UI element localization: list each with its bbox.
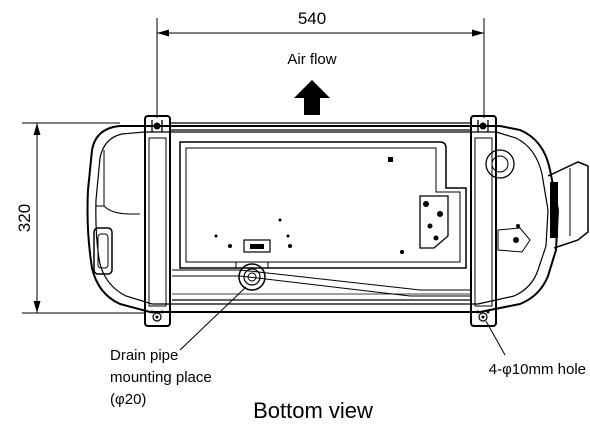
hole-leader-line (485, 320, 506, 356)
width-label: 540 (298, 9, 326, 28)
airflow-label: Air flow (287, 51, 336, 68)
width-dimension: 540 (156, 9, 485, 118)
airflow-arrow-icon (294, 80, 330, 115)
view-title: Bottom view (253, 398, 373, 423)
drain-leader-line (179, 286, 247, 351)
right-mounting-leg (470, 115, 497, 327)
left-mounting-leg (144, 115, 171, 327)
drain-label-line3: (φ20) (110, 391, 146, 408)
height-dimension: 320 (15, 122, 145, 314)
height-label: 320 (15, 204, 34, 232)
unit-body (86, 122, 589, 313)
drain-label-line1: Drain pipe (110, 347, 178, 364)
drain-label-line2: mounting place (110, 369, 212, 386)
hole-label: 4-φ10mm hole (489, 361, 586, 378)
